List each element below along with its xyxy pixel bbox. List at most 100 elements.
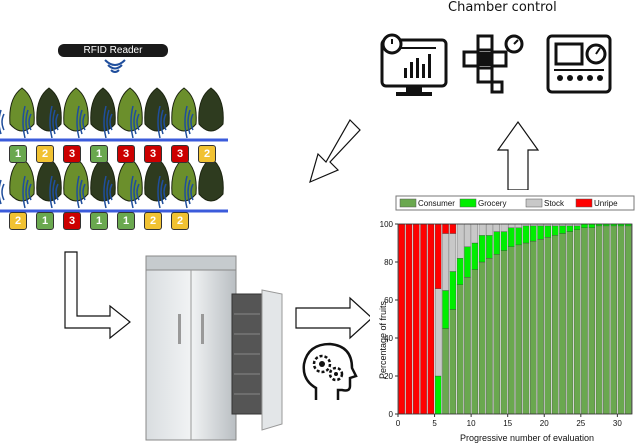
bar-grocery <box>442 290 449 329</box>
control-panel-icon <box>546 34 612 94</box>
bar-grocery <box>566 225 574 232</box>
rfid-wave <box>190 183 194 201</box>
bar-stock <box>500 223 508 232</box>
y-tick-label: 100 <box>380 220 394 229</box>
rfid-wave <box>55 183 59 201</box>
bar-consumer <box>617 225 625 415</box>
bar-consumer <box>464 277 471 415</box>
rfid-wave <box>133 109 137 135</box>
bar-consumer <box>508 246 515 415</box>
ripeness-tag: 3 <box>63 212 81 230</box>
arrow-down-left <box>309 119 361 184</box>
bar-unripe <box>413 223 420 415</box>
bar-stock <box>464 223 471 247</box>
bar-consumer <box>573 229 581 415</box>
legend-swatch-grocery <box>459 198 477 208</box>
x-tick-label: 5 <box>432 419 437 428</box>
rfid-wave <box>157 175 161 209</box>
bar-unripe <box>442 223 449 234</box>
bar-grocery <box>500 231 508 251</box>
bar-grocery <box>515 227 522 246</box>
ripeness-tag: 2 <box>198 145 216 163</box>
ripeness-tag: 3 <box>144 145 162 163</box>
bar-grocery <box>471 242 479 270</box>
avocado-fruit <box>9 87 35 132</box>
bar-consumer <box>551 235 559 415</box>
bar-grocery <box>508 227 515 247</box>
ripeness-tag: 2 <box>36 145 54 163</box>
legend-swatch-consumer <box>399 198 417 208</box>
bar-consumer <box>515 244 522 415</box>
fruit-row-1 <box>0 87 228 142</box>
rfid-wave <box>49 105 53 139</box>
ripeness-tag: 3 <box>117 145 135 163</box>
bar-consumer <box>486 258 493 415</box>
bar-consumer <box>442 328 449 415</box>
dashboard-monitor-icon <box>380 33 448 96</box>
fruit-conveyor <box>0 87 228 213</box>
bar-consumer <box>530 240 537 415</box>
ripeness-tag: 1 <box>90 145 108 163</box>
x-tick-label: 25 <box>576 419 585 428</box>
ripeness-tag: 2 <box>171 212 189 230</box>
bar-grocery <box>464 246 471 278</box>
bar-consumer <box>537 239 544 415</box>
bar-grocery <box>493 231 500 255</box>
bar-grocery <box>588 223 596 228</box>
rfid-wave <box>184 105 188 139</box>
rfid-wave <box>130 105 134 139</box>
bar-stock <box>486 223 493 236</box>
bar-consumer <box>449 309 457 415</box>
rfid-wave <box>25 109 29 135</box>
rfid-wave <box>160 179 164 205</box>
ripeness-tag: 1 <box>9 145 27 163</box>
rfid-wave <box>160 109 164 135</box>
rfid-wave <box>103 175 107 209</box>
y-tick-label: 20 <box>384 372 393 381</box>
bar-consumer <box>566 231 574 415</box>
avocado-fruit <box>117 87 143 132</box>
ripeness-tag: 1 <box>117 212 135 230</box>
avocado-fruit <box>90 157 116 202</box>
bar-unripe <box>427 223 435 415</box>
bar-consumer <box>581 227 588 415</box>
x-axis-title: Progressive number of evaluation <box>460 433 594 443</box>
rfid-wave <box>187 109 191 135</box>
bar-unripe <box>405 223 413 415</box>
bar-stock <box>478 223 486 236</box>
x-tick-label: 30 <box>613 419 622 428</box>
avocado-fruit <box>9 157 35 202</box>
rfid-signal-icon <box>104 59 126 73</box>
rfid-wave <box>130 175 134 209</box>
avocado-fruit <box>198 87 224 132</box>
bar-consumer <box>603 225 610 415</box>
bar-stock <box>449 233 457 272</box>
head-gears-icon <box>302 342 358 400</box>
rfid-wave <box>106 109 110 135</box>
bar-unripe <box>449 223 457 234</box>
y-axis-title: Percentage of fruits <box>378 300 388 379</box>
legend-label-unripe: Unripe <box>594 199 618 208</box>
bar-grocery <box>449 271 457 310</box>
bar-consumer <box>610 225 617 415</box>
rfid-wave <box>28 113 32 131</box>
rfid-wave <box>106 179 110 205</box>
rfid-wave <box>109 183 113 201</box>
rfid-wave <box>1 113 5 131</box>
bar-grocery <box>522 225 530 244</box>
bar-stock <box>508 223 515 228</box>
ripeness-tag: 1 <box>36 212 54 230</box>
rfid-wave <box>103 105 107 139</box>
rfid-wave <box>22 105 26 139</box>
avocado-fruit <box>171 157 197 202</box>
bar-consumer <box>595 225 603 415</box>
rfid-wave <box>76 175 80 209</box>
rfid-wave <box>190 113 194 131</box>
y-tick-label: 0 <box>389 410 394 419</box>
bar-consumer <box>588 227 596 415</box>
bar-consumer <box>522 242 530 415</box>
bar-unripe <box>398 223 405 415</box>
